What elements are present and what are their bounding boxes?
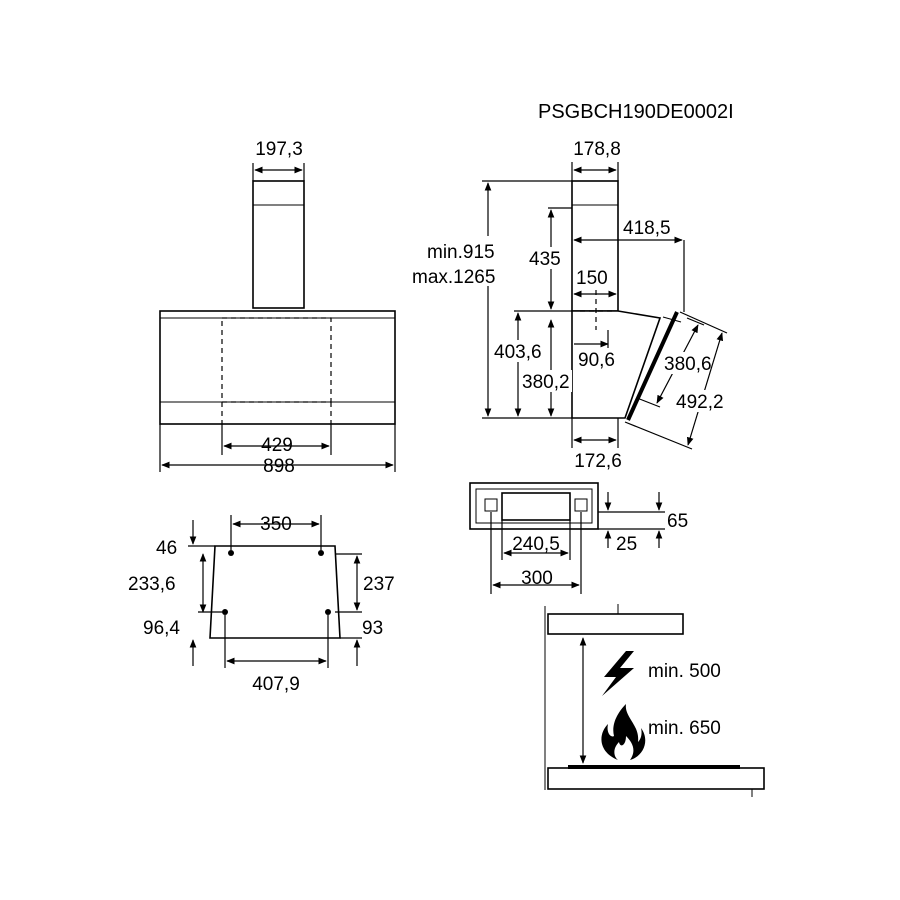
dim-outer-width-bracket: 300 [521,568,553,589]
dim-chimney-height: 435 [529,249,561,270]
dim-chimney-width: 197,3 [255,139,303,160]
dim-top-spacing: 350 [260,514,292,535]
dim-offset-150: 150 [576,268,608,289]
dim-depth-offset: 418,5 [623,218,671,239]
dim-inner-width-bracket: 240,5 [512,534,560,555]
mount-hole-bottom-right [325,609,331,615]
flame-icon [601,704,646,760]
bracket-view: 65 25 240,5 300 [469,482,688,594]
dim-panel-outer: 492,2 [676,392,724,413]
dim-body-height: 403,6 [494,342,542,363]
clearance-gas: min. 650 [648,718,721,739]
dim-wall-height: 380,2 [522,372,570,393]
dim-chimney-depth: 178,8 [573,139,621,160]
product-code: PSGBCH190DE0002I [538,101,734,123]
mount-template: 350 46 233,6 237 96,4 93 407,9 [126,514,395,695]
side-chimney [571,180,619,312]
bracket-slot-left [484,498,498,512]
front-filter-outline [221,317,332,403]
clearance-view: min. 500 min. 650 [544,604,765,797]
dim-offset-90: 90,6 [578,350,615,371]
electric-icon [602,651,634,696]
mount-hole-top-right [318,550,324,556]
dim-right-height: 237 [363,574,395,595]
front-view: 197,3 429 898 [159,139,396,477]
clearance-hood [547,613,684,635]
dim-offset-25: 25 [616,534,637,555]
dim-height-max: max.1265 [412,267,495,288]
dim-right-bottom: 93 [362,618,383,639]
bracket-slot-right [574,498,588,512]
dim-total-width: 898 [263,456,295,477]
front-chimney [252,180,305,309]
clearance-cooktop [547,767,765,790]
dim-offset-65: 65 [667,511,688,532]
dim-height-min: min.915 [427,242,495,263]
front-hood-body [159,310,396,425]
mount-hole-top-left [228,550,234,556]
bracket-center-plate [501,492,571,521]
mount-hole-bottom-left [222,609,228,615]
mount-outline [209,545,341,639]
dim-left-height: 233,6 [128,574,176,595]
dim-inner-width: 429 [261,435,293,456]
dim-left-bottom: 96,4 [143,618,180,639]
dim-panel-inner: 380,6 [664,354,712,375]
dim-top-offset: 46 [156,538,177,559]
side-view: 178,8 min.915 max.1265 435 418,5 150 403… [412,139,728,472]
dim-bottom-spacing: 407,9 [252,674,300,695]
clearance-electric: min. 500 [648,661,721,682]
dim-bottom-depth: 172,6 [574,451,622,472]
